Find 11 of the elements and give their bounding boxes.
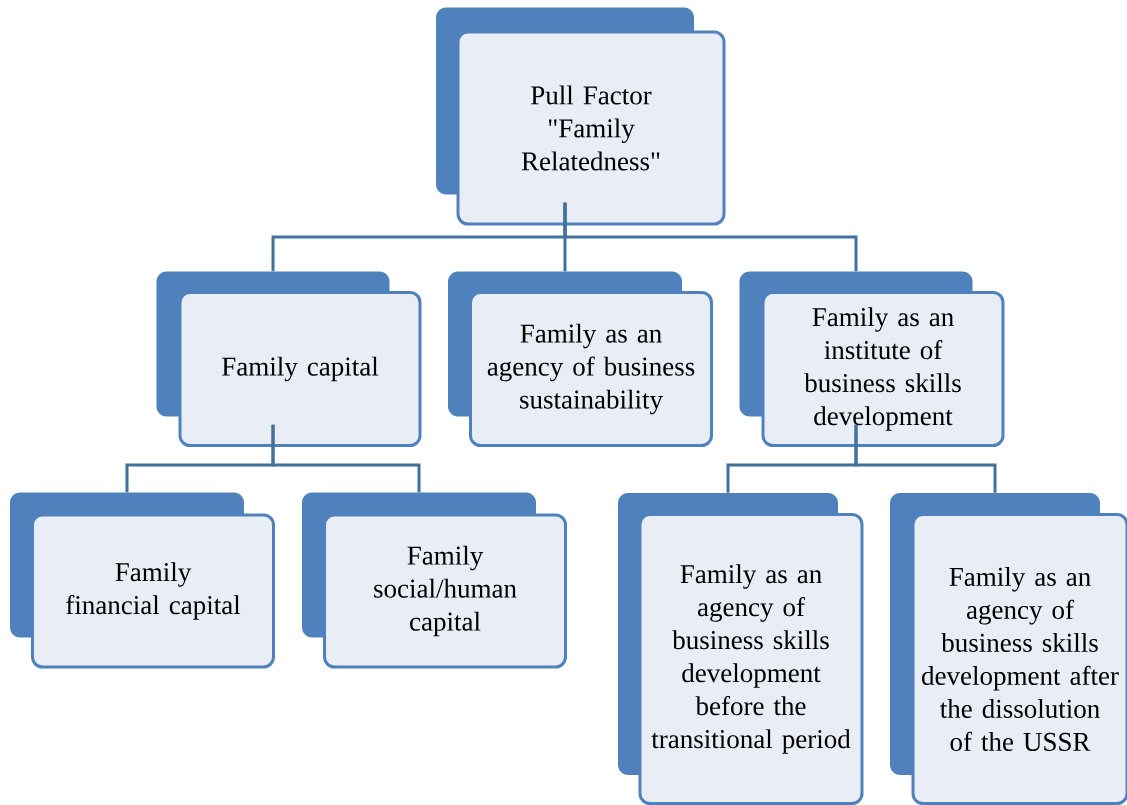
connector-line <box>563 202 858 272</box>
chart-box: Family financial capital <box>10 492 275 669</box>
chart-box: Family social/human capital <box>302 492 567 669</box>
connector-line <box>854 424 997 493</box>
chart-box: Family as an agency of business skills development before the transitional period <box>618 493 864 805</box>
chart-box: Family as an institute of business skills development <box>739 271 1005 447</box>
chart-box: Pull Factor "Family Relatedness" <box>436 7 726 226</box>
connector-line <box>271 424 421 493</box>
chart-box: Family as an agency of business skills development after the dissolution of the USSR <box>890 493 1127 805</box>
chart-box: Family as an agency of business sustainability <box>448 271 713 447</box>
chart-box: Family capital <box>156 271 422 447</box>
